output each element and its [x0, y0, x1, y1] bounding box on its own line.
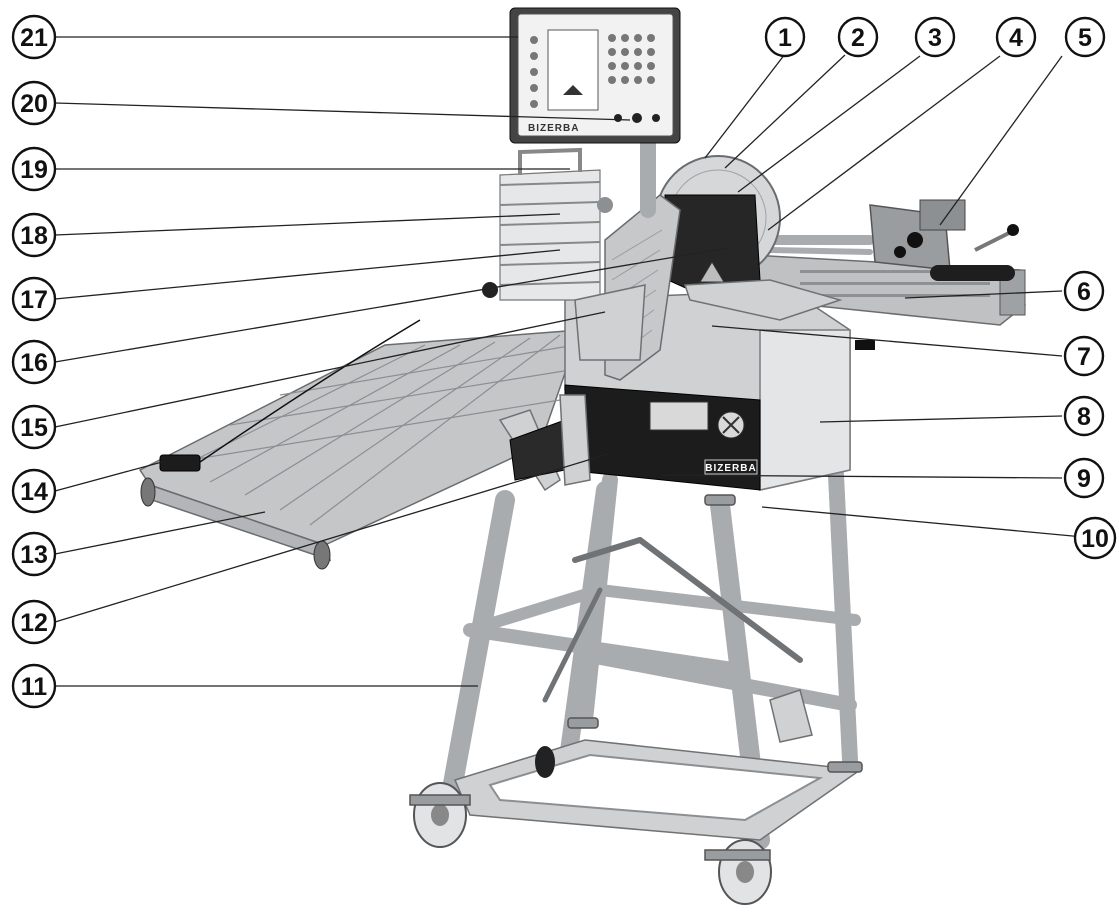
- callout-21: 21: [11, 14, 57, 60]
- leader-14: [54, 461, 163, 492]
- svg-text:2: 2: [851, 24, 865, 52]
- callout-7: 7: [1063, 335, 1105, 377]
- svg-text:9: 9: [1077, 465, 1091, 493]
- callout-20: 20: [11, 80, 57, 126]
- svg-text:20: 20: [20, 90, 48, 118]
- callout-10: 10: [1073, 516, 1117, 560]
- callout-9: 9: [1063, 457, 1105, 499]
- svg-text:7: 7: [1077, 343, 1091, 371]
- callout-15: 15: [11, 404, 57, 450]
- leader-13: [54, 511, 266, 555]
- callout-18: 18: [11, 212, 57, 258]
- svg-text:3: 3: [928, 24, 942, 52]
- leader-15: [54, 311, 606, 428]
- callout-11: 11: [11, 663, 57, 709]
- callout-5: 5: [1064, 16, 1106, 58]
- svg-text:5: 5: [1078, 24, 1092, 52]
- callout-14: 14: [11, 468, 57, 514]
- leader-17: [54, 249, 561, 300]
- leader-5: [939, 55, 1063, 226]
- svg-text:17: 17: [20, 286, 48, 314]
- leader-2: [724, 54, 846, 169]
- leader-lines: [54, 36, 1095, 687]
- stand-frame: [409, 447, 863, 905]
- leader-20: [54, 102, 631, 121]
- callout-13: 13: [11, 531, 57, 577]
- leader-4: [767, 55, 1001, 231]
- callout-4: 4: [995, 16, 1037, 58]
- callouts: 1 2 3 4 5 6 7 8: [11, 14, 1117, 709]
- leader-9: [661, 474, 1063, 479]
- leader-6: [904, 290, 1063, 299]
- callout-16: 16: [11, 339, 57, 385]
- svg-text:13: 13: [20, 541, 48, 569]
- callout-17: 17: [11, 276, 57, 322]
- carriage-product-tray: [749, 199, 1026, 350]
- callout-3: 3: [914, 16, 956, 58]
- callout-12: 12: [11, 599, 57, 645]
- svg-text:16: 16: [20, 349, 48, 377]
- callout-6: 6: [1063, 270, 1105, 312]
- storage-rack: [482, 147, 646, 361]
- leader-7: [711, 325, 1063, 357]
- svg-text:18: 18: [20, 222, 48, 250]
- svg-text:19: 19: [20, 156, 48, 184]
- control-panel: BIZERBA: [509, 7, 681, 218]
- svg-text:1: 1: [778, 24, 792, 52]
- callout-1: 1: [764, 16, 806, 58]
- leader-10: [761, 506, 1095, 539]
- keypad: [530, 34, 655, 108]
- svg-text:6: 6: [1077, 278, 1091, 306]
- panel-brand-logo: BIZERBA: [528, 123, 579, 134]
- svg-text:15: 15: [20, 414, 48, 442]
- leader-1: [704, 53, 786, 159]
- leader-8: [819, 415, 1063, 423]
- svg-text:8: 8: [1077, 403, 1091, 431]
- callout-2: 2: [837, 16, 879, 58]
- svg-text:21: 21: [20, 24, 48, 52]
- svg-text:14: 14: [20, 478, 48, 506]
- leader-3: [737, 55, 921, 193]
- svg-text:11: 11: [21, 673, 48, 701]
- leader-12: [54, 453, 609, 623]
- svg-text:10: 10: [1081, 525, 1109, 553]
- housing-brand-logo: BIZERBA: [705, 463, 756, 474]
- callout-19: 19: [11, 146, 57, 192]
- leader-18: [54, 213, 561, 236]
- main-housing: BIZERBA: [509, 289, 851, 491]
- callout-8: 8: [1063, 395, 1105, 437]
- leader-16: [54, 247, 729, 363]
- svg-text:4: 4: [1009, 24, 1023, 52]
- svg-text:12: 12: [20, 609, 48, 637]
